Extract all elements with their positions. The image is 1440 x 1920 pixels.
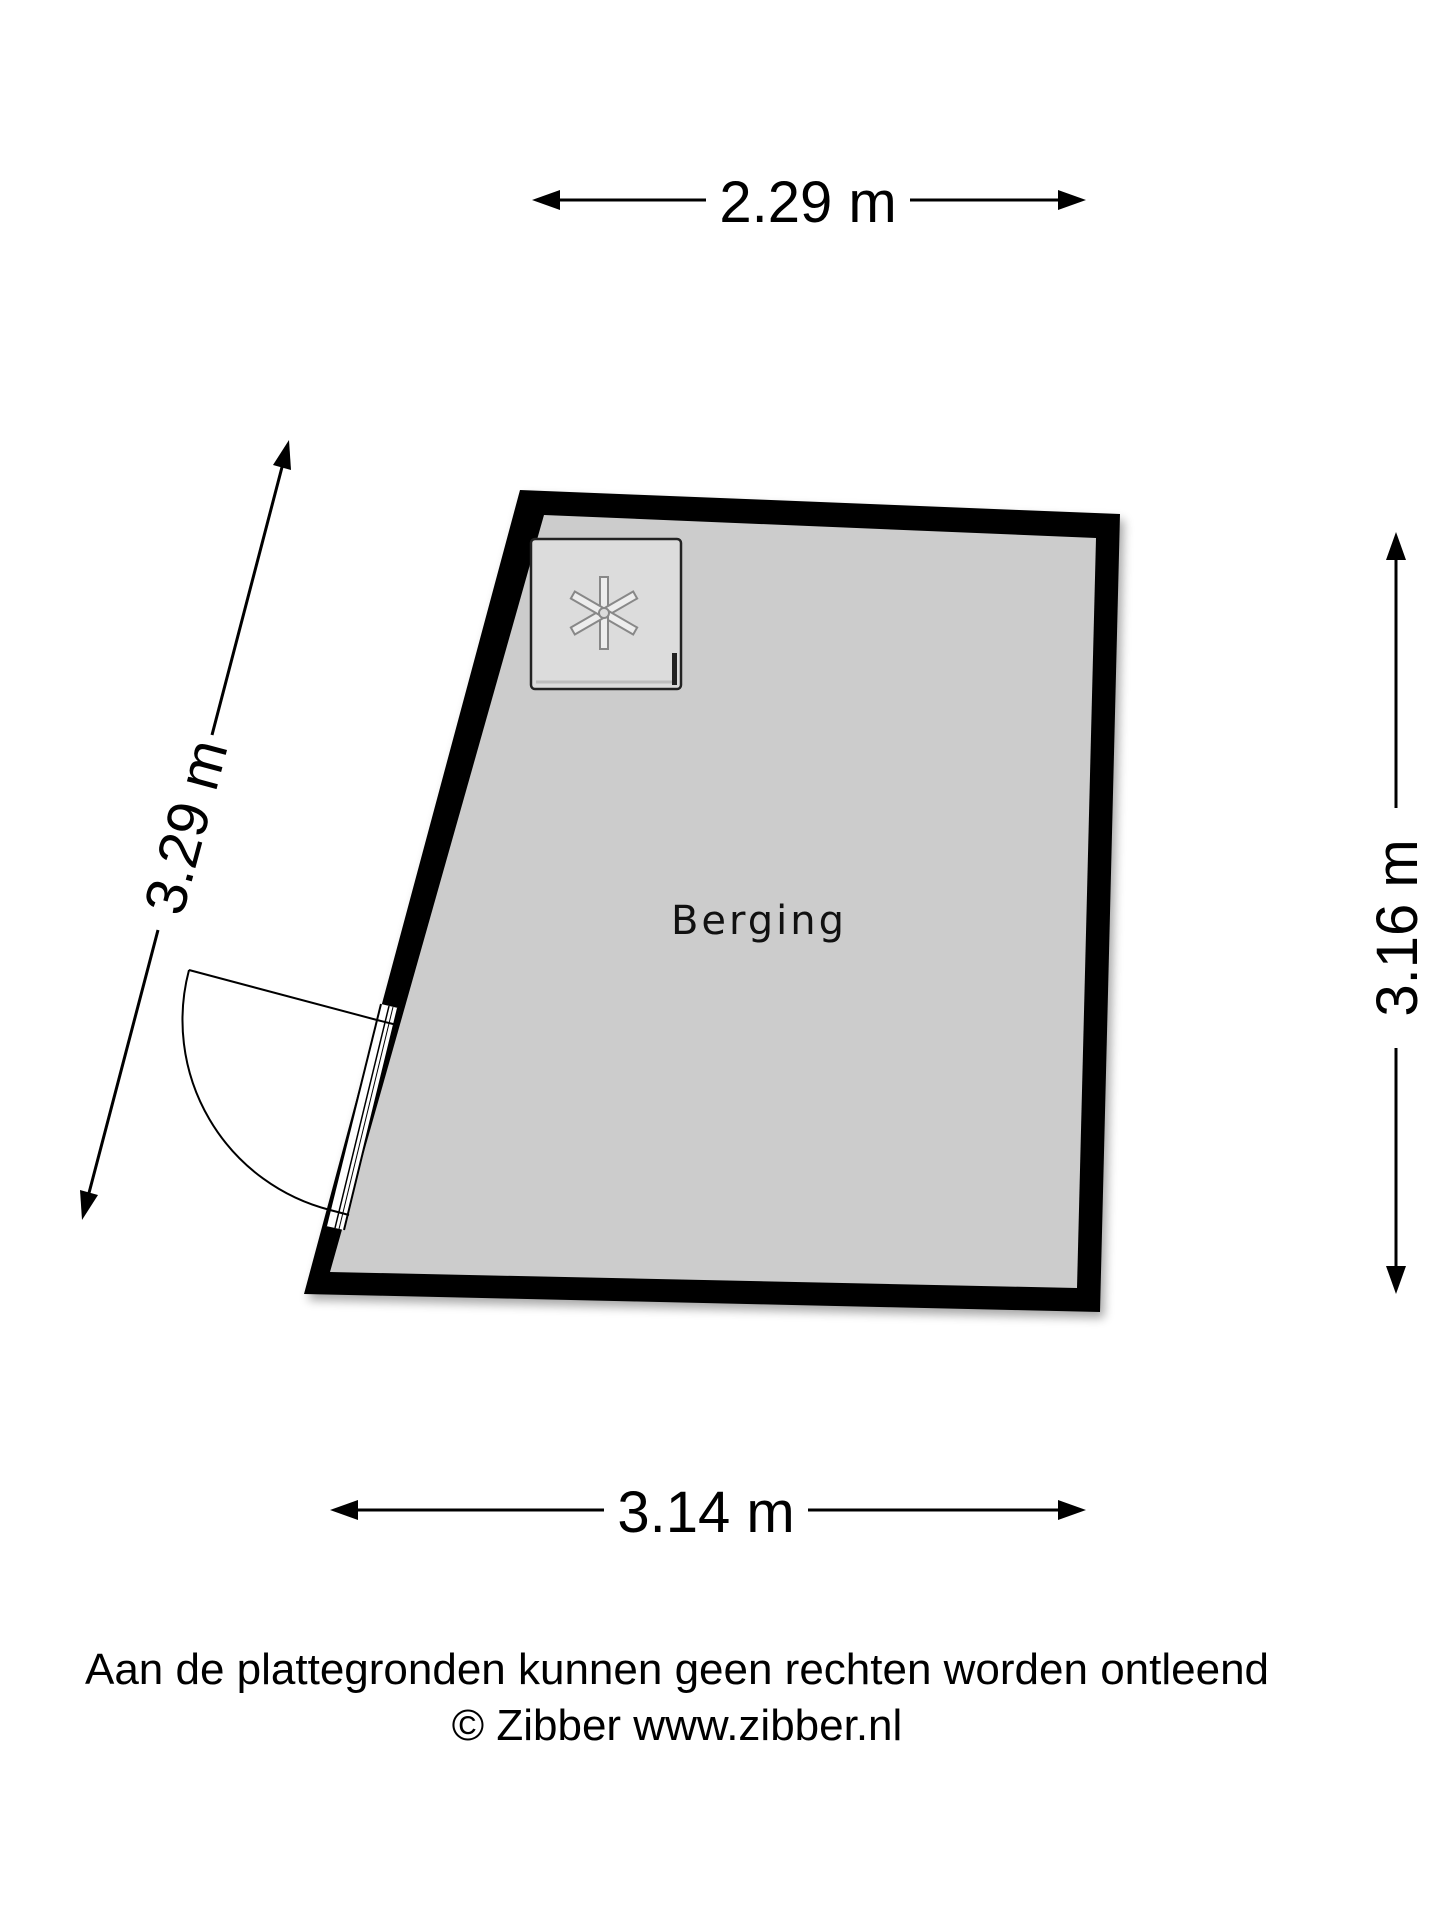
room-name-label: Berging xyxy=(671,898,847,944)
disclaimer-text: Aan de plattegronden kunnen geen rechten… xyxy=(84,1645,1270,1694)
dimension-top-label: 2.29 m xyxy=(719,170,896,235)
dimension-right: 3.16 m xyxy=(1365,532,1430,1294)
boiler-unit xyxy=(529,537,683,691)
dimension-top: 2.29 m xyxy=(532,170,1086,235)
dimension-left-label: 3.29 m xyxy=(132,733,241,921)
dimension-bottom-label: 3.14 m xyxy=(617,1480,794,1545)
copyright-text: © Zibber www.zibber.nl xyxy=(451,1701,903,1750)
room-berging xyxy=(304,490,1120,1312)
door-swing-arc xyxy=(181,969,331,1211)
room-floor xyxy=(330,515,1096,1288)
door-leaf xyxy=(188,969,378,1021)
door xyxy=(181,969,399,1231)
dimension-bottom: 3.14 m xyxy=(330,1480,1086,1545)
boiler-fan-icon xyxy=(569,576,639,650)
dimension-left: 3.29 m xyxy=(80,440,291,1220)
dimension-right-label: 3.16 m xyxy=(1365,839,1430,1016)
